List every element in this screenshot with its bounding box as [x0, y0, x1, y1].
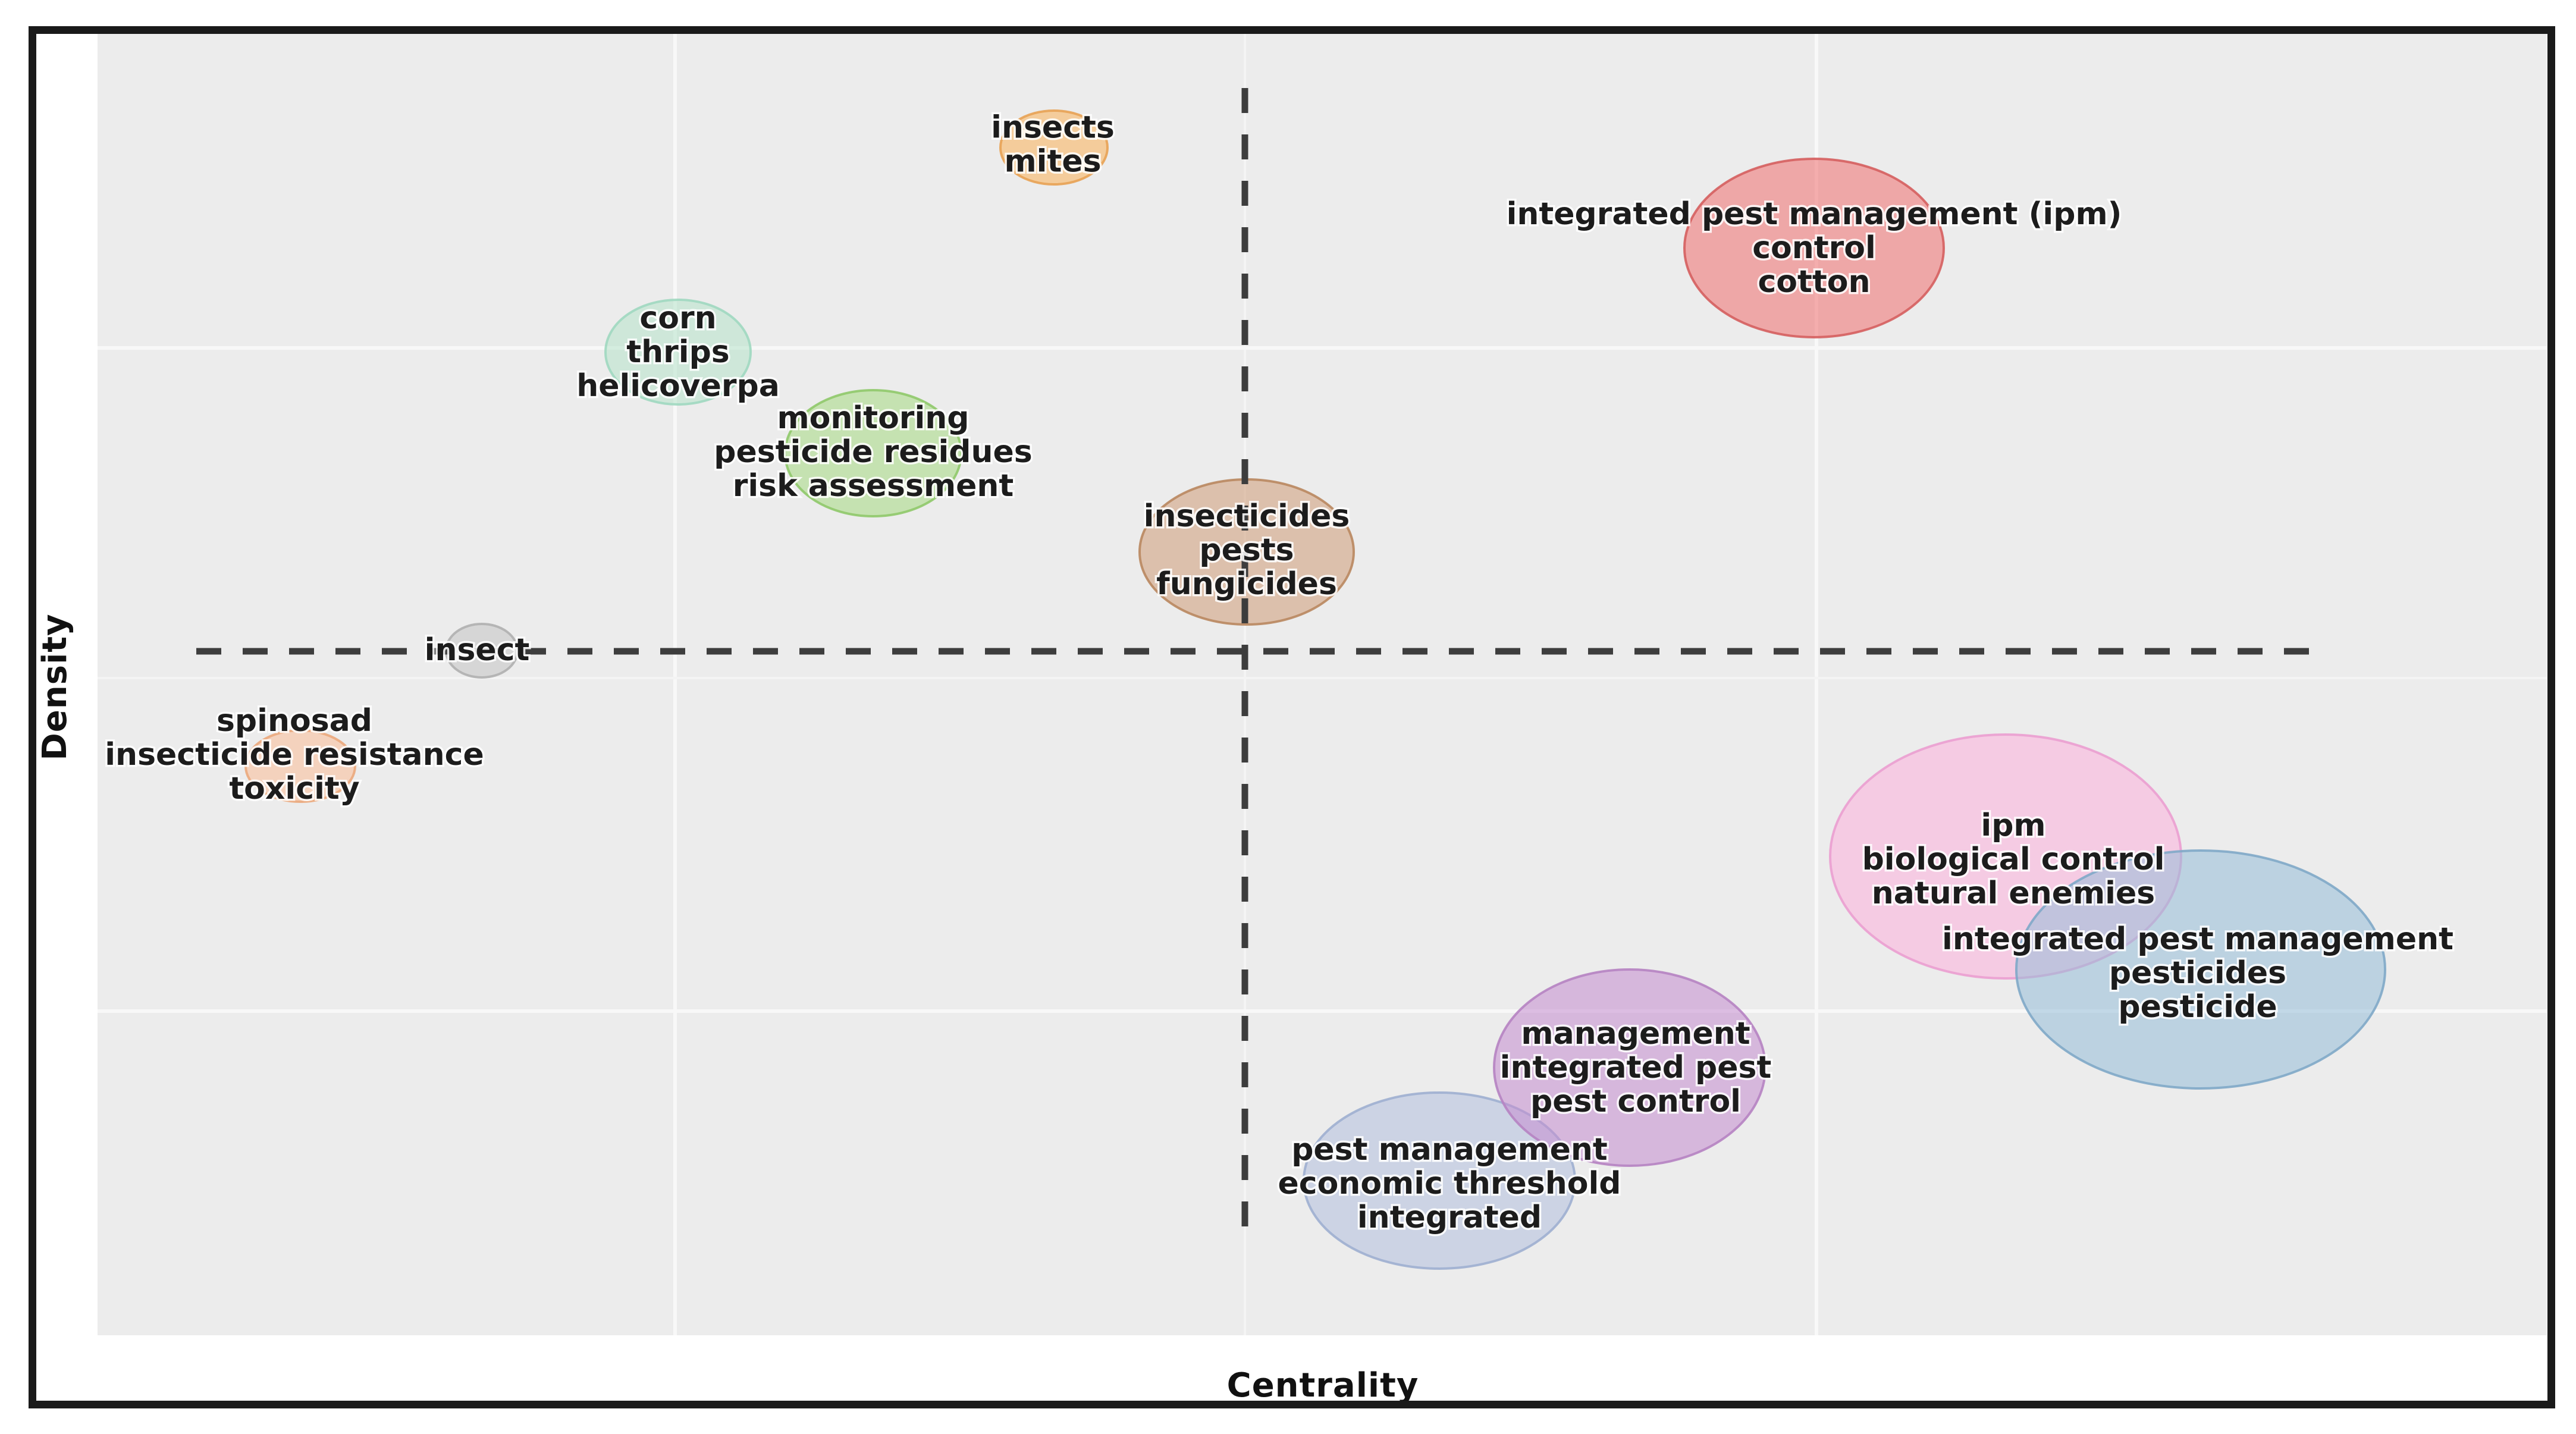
bubble-label-ipm-control-cotton-line-1: integrated pest management (ipm)	[1507, 196, 2122, 232]
bubble-label-ipm-biocontrol-enemies-line-3: natural enemies	[1872, 876, 2155, 911]
bubble-label-insect-line-1: insect	[425, 632, 530, 668]
bubble-ipm-control-cotton	[1683, 158, 1945, 338]
plot-panel	[98, 33, 2547, 1335]
bubble-label-ipm-control-cotton-line-2: control	[1752, 230, 1876, 266]
bubble-label-insecticides-pests-fungicides-line-2: pests	[1199, 532, 1294, 568]
bubble-label-ipm-pesticides-pesticide-line-3: pesticide	[2118, 989, 2277, 1025]
median-dashed-lines	[196, 88, 2320, 1232]
bubble-label-insects-mites-line-1: insects	[991, 110, 1115, 146]
bubble-label-monitoring-residues-risk-line-2: pesticide residues	[714, 434, 1033, 470]
bubble-label-management-intpest-pestcontrol-line-2: integrated pest	[1500, 1050, 1772, 1085]
bubble-ipm-pesticides-pesticide	[2015, 849, 2386, 1090]
bubble-label-ipm-biocontrol-enemies-line-1: ipm	[1981, 808, 2045, 843]
bubble-pestmgmt-threshold-integrated	[1303, 1091, 1576, 1270]
bubble-corn-thrips-helicoverpa	[604, 299, 752, 406]
bubble-label-spinosad-resistance-toxicity-line-2: insecticide resistance	[105, 737, 484, 773]
cluster-bubbles	[244, 109, 2386, 1270]
bubble-label-ipm-pesticides-pesticide-line-1: integrated pest management	[1942, 921, 2453, 957]
bubble-label-spinosad-resistance-toxicity-line-1: spinosad	[217, 703, 372, 739]
bubble-management-intpest-pestcontrol	[1493, 968, 1767, 1167]
bubble-label-pestmgmt-threshold-integrated-line-2: economic threshold	[1278, 1166, 1621, 1201]
bubble-label-corn-thrips-helicoverpa-line-2: thrips	[626, 334, 730, 370]
bubble-label-corn-thrips-helicoverpa-line-3: helicoverpa	[576, 368, 780, 404]
y-axis-label: Density	[36, 613, 74, 761]
x-axis-label: Centrality	[1226, 1366, 1419, 1405]
bubble-label-insects-mites-line-2: mites	[1004, 144, 1101, 180]
bubble-label-ipm-biocontrol-enemies-line-2: biological control	[1862, 842, 2165, 877]
bubble-label-ipm-control-cotton-line-3: cotton	[1758, 264, 1870, 300]
bubble-monitoring-residues-risk	[784, 389, 962, 517]
bubble-label-management-intpest-pestcontrol-line-3: pest control	[1530, 1084, 1741, 1119]
bubble-label-pestmgmt-threshold-integrated-line-1: pest management	[1291, 1132, 1608, 1168]
bubble-label-corn-thrips-helicoverpa-line-1: corn	[639, 300, 716, 336]
bubble-spinosad-resistance-toxicity	[244, 729, 356, 803]
bubble-label-insecticides-pests-fungicides-line-3: fungicides	[1156, 566, 1337, 602]
bubble-label-management-intpest-pestcontrol-line-1: management	[1521, 1016, 1750, 1052]
bubble-label-monitoring-residues-risk-line-1: monitoring	[777, 400, 969, 436]
bubble-label-insecticides-pests-fungicides-line-1: insecticides	[1144, 498, 1350, 534]
bubble-label-spinosad-resistance-toxicity-line-3: toxicity	[229, 771, 359, 807]
bubble-insects-mites	[999, 109, 1109, 186]
bubble-label-ipm-pesticides-pesticide-line-2: pesticides	[2109, 955, 2286, 991]
bubble-label-pestmgmt-threshold-integrated-line-3: integrated	[1357, 1200, 1542, 1235]
bubble-label-monitoring-residues-risk-line-3: risk assessment	[733, 468, 1014, 504]
